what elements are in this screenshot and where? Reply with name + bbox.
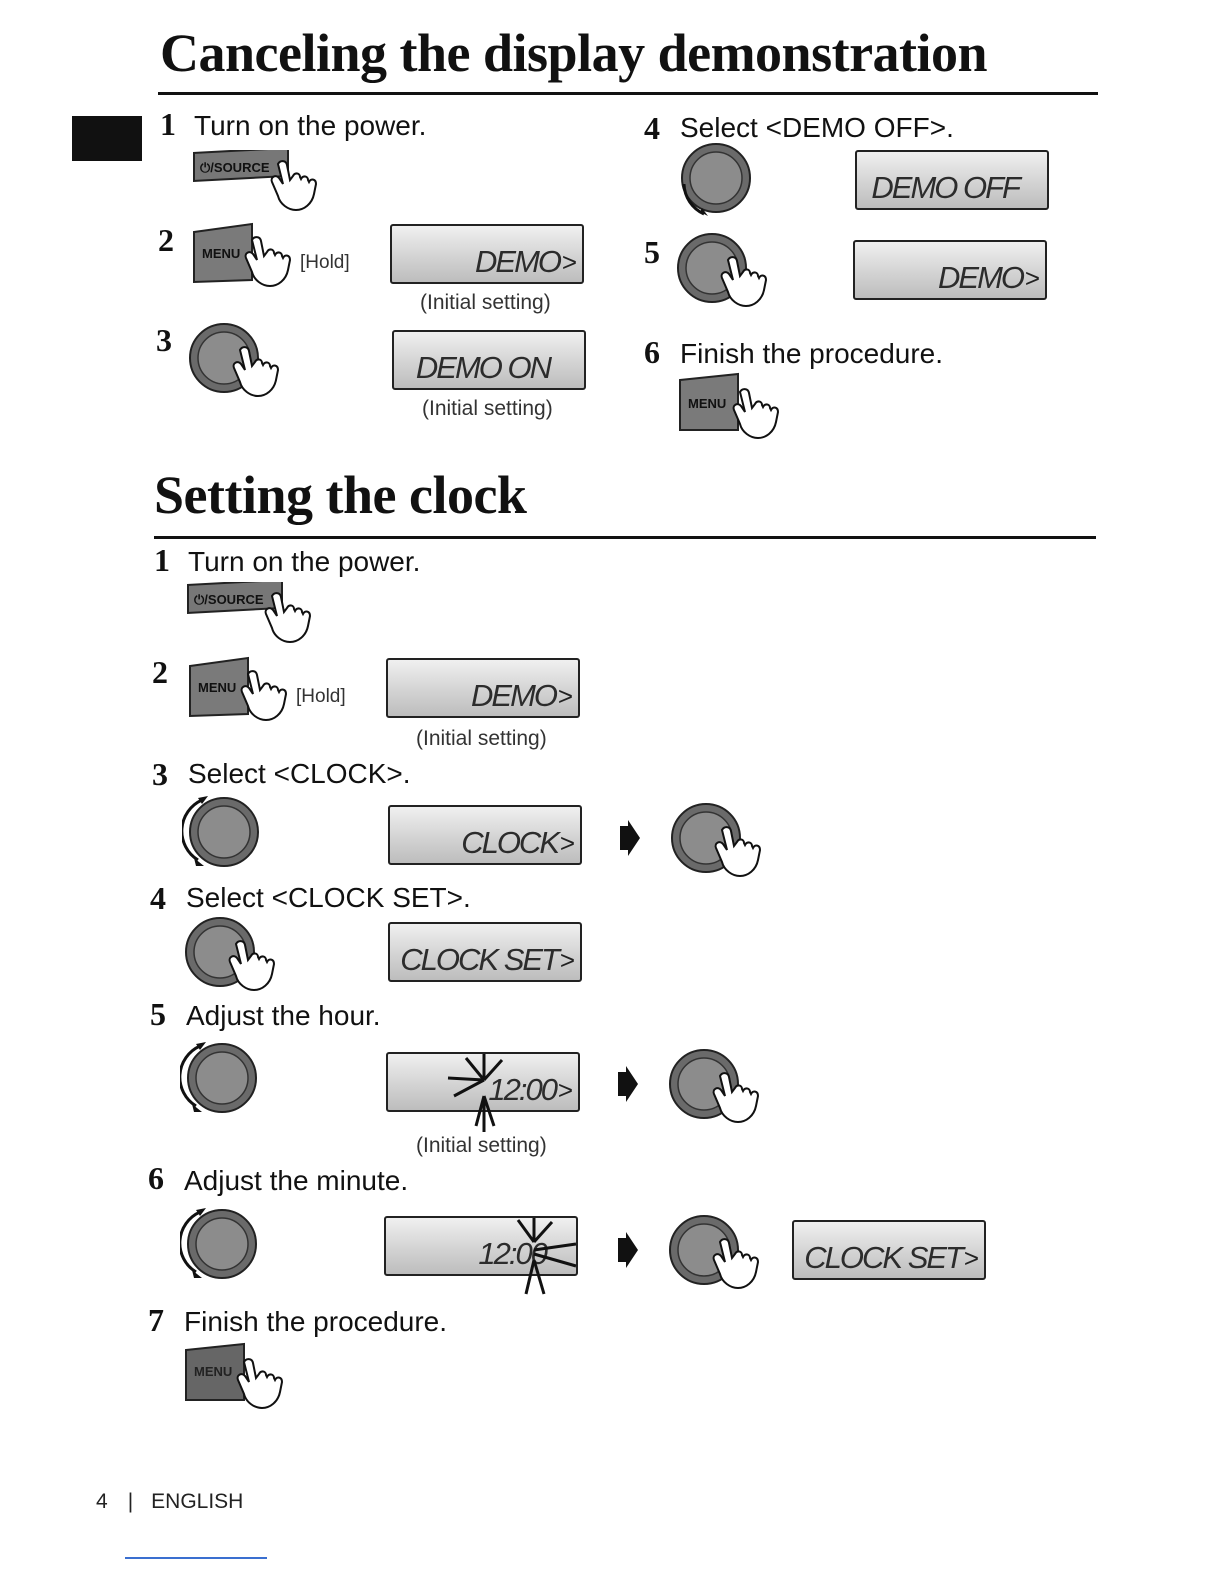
source-button: ⏻/SOURCE [186,582,326,644]
page-footer: 4 | ENGLISH [96,1490,243,1514]
menu-button-label: MENU [202,246,240,261]
control-dial-press-icon [182,914,286,996]
step-number: 6 [148,1160,164,1196]
menu-button: MENU [676,372,796,444]
pressing-hand-icon [240,670,288,722]
step-number: 4 [150,880,166,916]
lcd-display: DEMO > [386,658,580,718]
initial-setting-note: (Initial setting) [420,291,551,314]
footer-language: ENGLISH [151,1490,244,1513]
bottom-accent-line [125,1557,267,1559]
control-dial-turn-icon [180,1206,264,1286]
pressing-hand-icon [236,1358,284,1410]
control-dial-press-icon [676,230,780,312]
control-dial-press-icon [188,320,288,402]
step-text: Adjust the hour. [186,1000,381,1031]
step-text: Finish the procedure. [680,338,944,369]
control-dial-press-icon [668,1046,772,1128]
lcd-display: CLOCK SET > [792,1220,986,1280]
step-number: 1 [154,542,170,578]
pressing-hand-icon [270,160,318,212]
lcd-arrow: > [1024,263,1040,293]
pressing-hand-icon [732,388,780,440]
menu-button-label: MENU [688,396,726,411]
source-button: ⏻/SOURCE [192,150,332,212]
step-text: Select <CLOCK SET>. [186,882,471,913]
lcd-display: CLOCK > [388,805,582,865]
section-title-clock: Setting the clock [154,465,527,525]
step-number: 5 [644,234,660,270]
lcd-arrow: > [561,247,577,277]
lcd-text: CLOCK SET [804,1240,964,1275]
lcd-display: CLOCK SET > [388,922,582,982]
page-tab-marker [72,116,142,161]
step-number: 5 [150,996,166,1032]
step-text: Select <CLOCK>. [188,758,411,789]
section-title-demo: Canceling the display demonstration [160,23,988,83]
step-text: Select <DEMO OFF>. [680,112,954,143]
lcd-text: DEMO OFF [871,170,1021,205]
lcd-arrow: > [557,681,573,711]
hold-label: [Hold] [296,686,346,707]
lcd-display: DEMO > [853,240,1047,300]
step-number: 4 [644,110,660,146]
lcd-blinking-hour-display: 12:00 > [386,1036,586,1136]
next-arrow-icon [616,1230,640,1270]
step-text: Finish the procedure. [184,1306,448,1337]
step-number: 1 [160,106,176,142]
next-arrow-icon [616,1064,640,1104]
menu-button: MENU [190,222,300,294]
lcd-text: DEMO [471,678,558,713]
step-number: 3 [156,322,172,358]
lcd-arrow: > [559,828,575,858]
menu-button: MENU [186,656,296,728]
section-rule [158,92,1098,95]
lcd-display: DEMO OFF [855,150,1049,210]
lcd-text: DEMO ON [415,350,552,385]
control-dial-turn-icon [182,794,266,874]
source-button-label: ⏻/SOURCE [194,592,264,607]
lcd-display: DEMO > [390,224,584,284]
lcd-text: CLOCK [461,825,560,860]
footer-separator: | [127,1490,134,1513]
lcd-blinking-minute-display: 12:00 [384,1204,594,1304]
lcd-text: DEMO [475,244,562,279]
lcd-arrow: > [557,1075,573,1105]
menu-button: MENU [182,1342,302,1414]
step-number: 6 [644,334,660,370]
control-dial-turn-icon [676,142,760,218]
page-number: 4 [96,1490,108,1513]
lcd-text: DEMO [938,260,1025,295]
menu-button-label: MENU [198,680,236,695]
hold-label: [Hold] [300,252,350,273]
next-arrow-icon [618,818,642,858]
pressing-hand-icon [264,592,312,644]
control-dial-turn-icon [180,1040,264,1120]
blink-burst-icon [447,1054,504,1132]
lcd-arrow: > [963,1243,979,1273]
control-dial-press-icon [668,1212,772,1294]
step-text: Adjust the minute. [184,1165,409,1196]
initial-setting-note: (Initial setting) [422,397,553,420]
source-button-label: ⏻/SOURCE [200,160,270,175]
menu-button-label: MENU [194,1364,232,1379]
step-text: Turn on the power. [194,110,427,141]
step-text: Turn on the power. [188,546,421,577]
lcd-display: DEMO ON [392,330,586,390]
step-number: 2 [158,222,174,258]
lcd-text: CLOCK SET [400,942,560,977]
step-number: 7 [148,1302,164,1338]
lcd-arrow: > [559,945,575,975]
blink-burst-icon [516,1218,577,1295]
section-rule [154,536,1096,539]
step-number: 2 [152,654,168,690]
pressing-hand-icon [244,236,292,288]
lcd-text: 12:00 [488,1072,558,1107]
control-dial-press-icon [670,800,774,882]
step-number: 3 [152,756,168,792]
initial-setting-note: (Initial setting) [416,727,547,750]
initial-setting-note: (Initial setting) [416,1134,547,1157]
